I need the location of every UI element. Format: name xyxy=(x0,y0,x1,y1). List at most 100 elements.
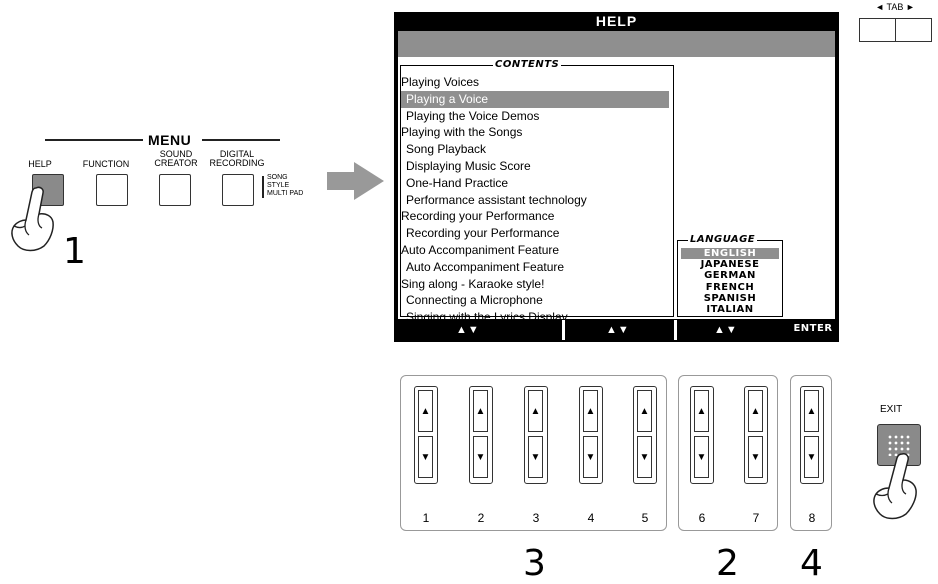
topic-item[interactable]: Connecting a Microphone xyxy=(406,293,543,308)
mode-song: SONG xyxy=(267,174,288,181)
slider-number-label: 2 xyxy=(477,511,485,525)
exit-button[interactable] xyxy=(877,424,921,466)
down-arrow-icon[interactable]: ▼ xyxy=(528,436,543,478)
language-item[interactable]: ITALIAN xyxy=(706,303,754,315)
mode-multi-pad: MULTI PAD xyxy=(267,190,304,197)
contents-caption: CONTENTS xyxy=(493,59,562,71)
button-group-1-5 xyxy=(400,375,667,531)
topic-item[interactable]: Displaying Music Score xyxy=(406,158,531,173)
screen-header-bar xyxy=(398,31,835,57)
menu-title: MENU xyxy=(148,132,192,148)
slider-button-6[interactable]: ▲▼ xyxy=(690,386,714,484)
scroll-arrows-middle[interactable]: ▲▼ xyxy=(606,324,630,336)
big-arrow-icon xyxy=(354,162,384,200)
screen-title: HELP xyxy=(595,13,638,29)
mode-indicator-bar xyxy=(262,176,264,198)
slider-button-8[interactable]: ▲▼ xyxy=(800,386,824,484)
enter-button[interactable]: ENTER xyxy=(793,323,833,334)
pointing-hand-icon xyxy=(11,186,54,252)
topic-item[interactable]: Auto Accompaniment Feature xyxy=(406,259,565,274)
up-arrow-icon[interactable]: ▲ xyxy=(528,390,543,432)
button-group-6-7 xyxy=(678,375,778,531)
slider-number-label: 6 xyxy=(698,511,706,525)
step-number-group-8: 4 xyxy=(800,543,823,584)
topic-item[interactable]: Sing along - Karaoke style! xyxy=(401,276,545,291)
slider-button-3[interactable]: ▲▼ xyxy=(524,386,548,484)
mode-style: STYLE xyxy=(267,182,290,189)
help-label: HELP xyxy=(28,159,52,169)
menu-bracket-right xyxy=(202,139,280,141)
language-item[interactable]: FRENCH xyxy=(705,281,755,293)
step-number-group-1-5: 3 xyxy=(523,543,546,584)
tab-right-button[interactable] xyxy=(895,18,932,42)
language-item[interactable]: JAPANESE xyxy=(700,259,760,271)
tab-left-button[interactable] xyxy=(859,18,896,42)
big-arrow-shaft xyxy=(327,172,355,190)
soft-key-divider xyxy=(674,320,677,340)
digital-recording-button[interactable] xyxy=(222,174,254,206)
language-item[interactable]: GERMAN xyxy=(704,270,756,282)
slider-number-label: 5 xyxy=(641,511,649,525)
function-button[interactable] xyxy=(96,174,128,206)
slider-number-label: 1 xyxy=(422,511,430,525)
topic-item[interactable]: Recording your Performance xyxy=(406,226,560,241)
function-label: FUNCTION xyxy=(82,159,130,169)
topic-item[interactable]: Recording your Performance xyxy=(401,209,555,224)
topic-item[interactable]: One-Hand Practice xyxy=(406,175,509,190)
slider-number-label: 8 xyxy=(808,511,816,525)
down-arrow-icon[interactable]: ▼ xyxy=(473,436,488,478)
down-arrow-icon[interactable]: ▼ xyxy=(637,436,652,478)
step-number-group-6-7: 2 xyxy=(716,543,739,584)
language-caption: LANGUAGE xyxy=(688,234,758,246)
up-arrow-icon[interactable]: ▲ xyxy=(583,390,598,432)
slider-number-label: 7 xyxy=(752,511,760,525)
down-arrow-icon[interactable]: ▼ xyxy=(418,436,433,478)
scroll-arrows-left[interactable]: ▲▼ xyxy=(456,324,480,336)
slider-number-label: 3 xyxy=(532,511,540,525)
down-arrow-icon[interactable]: ▼ xyxy=(694,436,709,478)
up-arrow-icon[interactable]: ▲ xyxy=(748,390,763,432)
slider-button-2[interactable]: ▲▼ xyxy=(469,386,493,484)
down-arrow-icon[interactable]: ▼ xyxy=(804,436,819,478)
sound-creator-button[interactable] xyxy=(159,174,191,206)
topic-item[interactable]: Playing the Voice Demos xyxy=(406,108,540,123)
down-arrow-icon[interactable]: ▼ xyxy=(748,436,763,478)
up-arrow-icon[interactable]: ▲ xyxy=(637,390,652,432)
slider-button-5[interactable]: ▲▼ xyxy=(633,386,657,484)
up-arrow-icon[interactable]: ▲ xyxy=(804,390,819,432)
exit-dots-icon xyxy=(887,434,911,456)
topic-item[interactable]: Playing with the Songs xyxy=(401,125,523,140)
topic-item[interactable]: Singing with the Lyrics Display xyxy=(406,310,568,325)
slider-number-label: 4 xyxy=(587,511,595,525)
topic-item[interactable]: Performance assistant technology xyxy=(406,192,587,207)
slider-button-4[interactable]: ▲▼ xyxy=(579,386,603,484)
recording-modes: SONG STYLE MULTI PAD xyxy=(267,174,303,198)
step-number-help: 1 xyxy=(63,231,86,272)
down-arrow-icon[interactable]: ▼ xyxy=(583,436,598,478)
up-arrow-icon[interactable]: ▲ xyxy=(694,390,709,432)
pointing-hand-icon xyxy=(873,453,917,520)
button-group-8 xyxy=(790,375,832,531)
slider-button-1[interactable]: ▲▼ xyxy=(414,386,438,484)
language-item[interactable]: SPANISH xyxy=(703,292,757,304)
up-arrow-icon[interactable]: ▲ xyxy=(418,390,433,432)
exit-label: EXIT xyxy=(880,404,903,415)
topic-item[interactable]: Song Playback xyxy=(406,142,487,157)
slider-button-7[interactable]: ▲▼ xyxy=(744,386,768,484)
topic-item[interactable]: Auto Accompaniment Feature xyxy=(401,242,560,257)
topic-item[interactable]: Playing Voices xyxy=(401,75,480,89)
tab-caption: ◄ TAB ► xyxy=(875,2,915,12)
scroll-arrows-language[interactable]: ▲▼ xyxy=(714,324,738,336)
menu-bracket-left xyxy=(45,139,143,141)
up-arrow-icon[interactable]: ▲ xyxy=(473,390,488,432)
soft-key-divider xyxy=(562,320,565,340)
topic-item[interactable]: Playing a Voice xyxy=(401,90,669,108)
language-item[interactable]: ENGLISH xyxy=(681,248,779,260)
